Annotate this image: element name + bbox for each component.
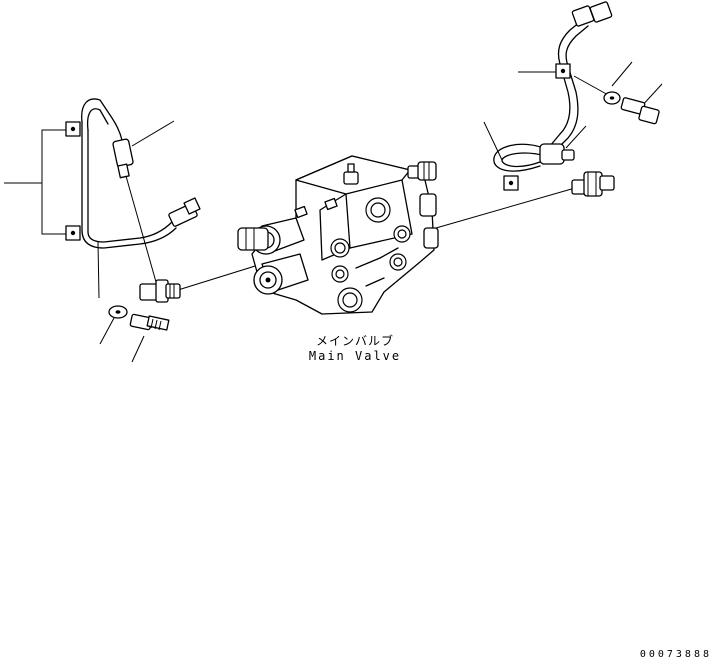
left-tee-elbow (139, 279, 181, 303)
right-hose (493, 1, 613, 172)
leader-right-fitting (565, 125, 587, 149)
left-hose-fitting (112, 138, 134, 179)
leader-lines (4, 61, 663, 363)
right-hose-top-fitting (571, 1, 613, 27)
left-hose (81, 98, 201, 249)
line-left-fitting-down (125, 175, 157, 283)
right-elbow (571, 171, 615, 197)
left-clamp (65, 121, 81, 241)
right-washer (603, 91, 621, 105)
drawing-number: 00073888 (639, 649, 712, 660)
left-hose-end-fitting (168, 197, 201, 227)
main-valve-spool-left-lower (253, 253, 309, 295)
line-left-to-valve (177, 261, 269, 291)
leader-left-bolt (131, 335, 145, 363)
right-bolt (620, 97, 660, 125)
right-clamp (503, 63, 571, 191)
line-left-bolt-guide (97, 241, 100, 299)
right-hose-lower-fitting (539, 143, 575, 165)
leader-right-hose-loop (483, 121, 503, 161)
left-bolt (129, 313, 170, 331)
leader-right-washer (611, 61, 633, 87)
main-valve-spool-right (419, 193, 439, 249)
left-washer (108, 305, 128, 319)
main-valve (237, 155, 439, 315)
line-right-to-valve (435, 187, 576, 229)
main-valve-spool-left (237, 217, 305, 255)
main-valve-label-jp: メインバルブ (315, 334, 394, 348)
leader-left-washer (99, 317, 115, 345)
main-valve-label-en: Main Valve (308, 349, 402, 363)
leader-left-fitting (131, 120, 175, 147)
left-assembly-bracket (41, 129, 72, 235)
line-right-bolt-guide (573, 75, 611, 97)
